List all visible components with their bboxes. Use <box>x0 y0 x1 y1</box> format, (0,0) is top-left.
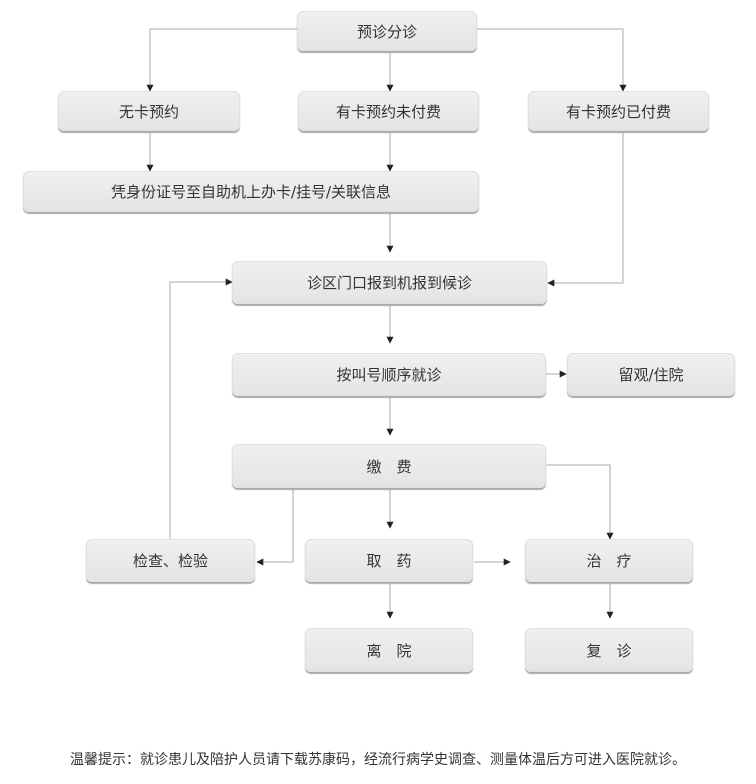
node-id-card: 凭身份证号至自助机上办卡/挂号/关联信息 <box>23 171 479 212</box>
connector-triage-to-no-card <box>146 28 297 92</box>
node-card-unpaid: 有卡预约未付费 <box>298 91 479 131</box>
node-call-number: 按叫号顺序就诊 <box>232 353 546 396</box>
node-revisit: 复 诊 <box>525 628 693 672</box>
node-no-card: 无卡预约 <box>58 91 240 131</box>
footer-tip: 温馨提示：就诊患儿及陪护人员请下载苏康码，经流行病学史调查、测量体温后方可进入医… <box>70 752 686 768</box>
node-triage: 预诊分诊 <box>297 11 477 51</box>
connector-card-paid-to-checkin <box>547 131 624 287</box>
node-payment: 缴 费 <box>232 444 546 488</box>
node-treatment: 治 疗 <box>525 539 693 582</box>
node-medicine: 取 药 <box>305 539 473 582</box>
node-checkin: 诊区门口报到机报到候诊 <box>232 261 547 304</box>
node-observation: 留观/住院 <box>567 353 735 396</box>
connector-payment-to-examination <box>256 488 294 566</box>
connector-examination-to-checkin <box>169 278 233 539</box>
node-examination: 检查、检验 <box>86 539 255 582</box>
node-discharge: 离 院 <box>305 628 473 672</box>
connector-triage-to-card-paid <box>477 28 627 92</box>
connector-payment-to-treatment <box>546 464 614 540</box>
node-card-paid: 有卡预约已付费 <box>528 91 709 131</box>
